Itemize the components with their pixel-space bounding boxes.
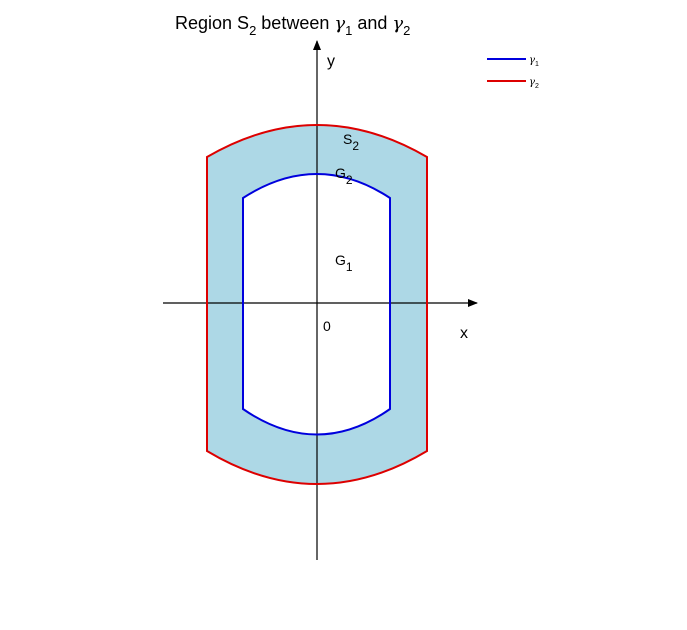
x-axis-label: x xyxy=(460,325,468,342)
legend-label-gamma1: γ1 xyxy=(529,55,539,68)
diagram-title: Region S2 between γ1 and γ2 xyxy=(175,13,410,38)
region-s2-fill xyxy=(207,125,427,484)
region-s2-label: S2 xyxy=(343,131,359,153)
origin-label: 0 xyxy=(323,318,331,334)
legend-label-gamma2: γ2 xyxy=(529,77,539,90)
region-g2-label: G2 xyxy=(335,165,353,187)
y-axis-label: y xyxy=(327,53,335,70)
legend: γ1 γ2 xyxy=(487,55,539,90)
gamma1-curve xyxy=(242,173,391,436)
legend-item-gamma1: γ1 xyxy=(487,55,539,68)
gamma2-curve xyxy=(206,124,428,485)
legend-item-gamma2: γ2 xyxy=(487,77,539,90)
region-g1-label: G1 xyxy=(335,252,353,274)
